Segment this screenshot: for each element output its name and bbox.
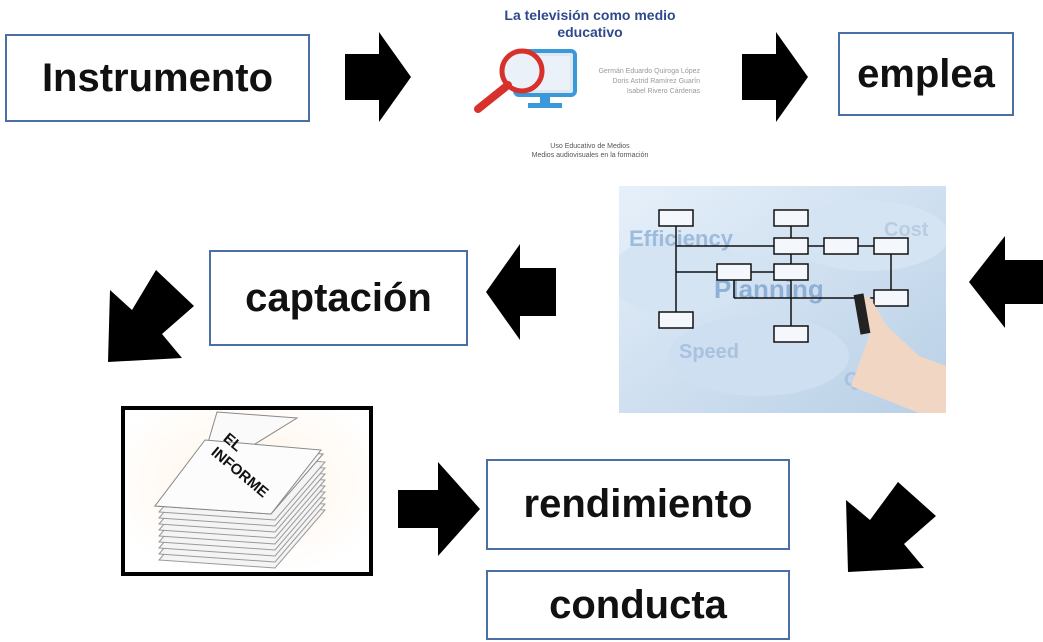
arrow-left-2 — [969, 236, 1043, 328]
node-captacion-label: captación — [245, 275, 432, 320]
tv-slide-authors: Germán Eduardo Quiroga López Doris Astri… — [560, 67, 700, 97]
tv-slide-course: Uso Educativo de Medios Medios audiovisu… — [480, 142, 700, 160]
node-emplea-label: emplea — [857, 51, 995, 96]
flow-word-cost: Cost — [884, 219, 929, 241]
node-conducta-label: conducta — [549, 582, 727, 627]
author-3: Isabel Rivero Cárdenas — [626, 88, 700, 95]
node-rendimiento: rendimiento — [486, 459, 790, 550]
tv-title-line1: La televisión como medio — [504, 7, 676, 23]
course-line1: Uso Educativo de Medios — [550, 143, 630, 150]
node-emplea: emplea — [838, 32, 1014, 116]
arrow-left-1 — [486, 244, 556, 340]
node-instrumento-label: Instrumento — [41, 55, 274, 100]
node-instrumento: Instrumento — [5, 34, 310, 122]
magnifier-monitor-icon — [474, 48, 577, 113]
course-line2: Medios audiovisuales en la formación — [531, 152, 649, 159]
arrow-down-left-1 — [108, 270, 194, 362]
node-captacion: captación — [209, 250, 468, 346]
report-image: EL INFORME — [121, 406, 373, 576]
arrow-right-2 — [742, 32, 808, 122]
arrow-down-left-2 — [846, 482, 936, 572]
tv-title-line2: educativo — [557, 24, 623, 40]
paper-stack-icon — [125, 410, 369, 572]
author-1: Germán Eduardo Quiroga López — [598, 68, 700, 75]
flow-word-efficiency: Efficiency — [629, 226, 734, 251]
arrow-right-1 — [345, 32, 411, 122]
flowchart-hand-icon: Efficiency Planning Cost Speed Quality — [619, 186, 946, 413]
tv-slide-title: La televisión como medio educativo — [470, 7, 710, 41]
arrow-right-3 — [398, 462, 480, 556]
author-2: Doris Astrid Ramírez Guarín — [612, 78, 700, 85]
node-conducta: conducta — [486, 570, 790, 640]
node-rendimiento-label: rendimiento — [523, 482, 753, 526]
flow-word-speed: Speed — [679, 341, 739, 363]
